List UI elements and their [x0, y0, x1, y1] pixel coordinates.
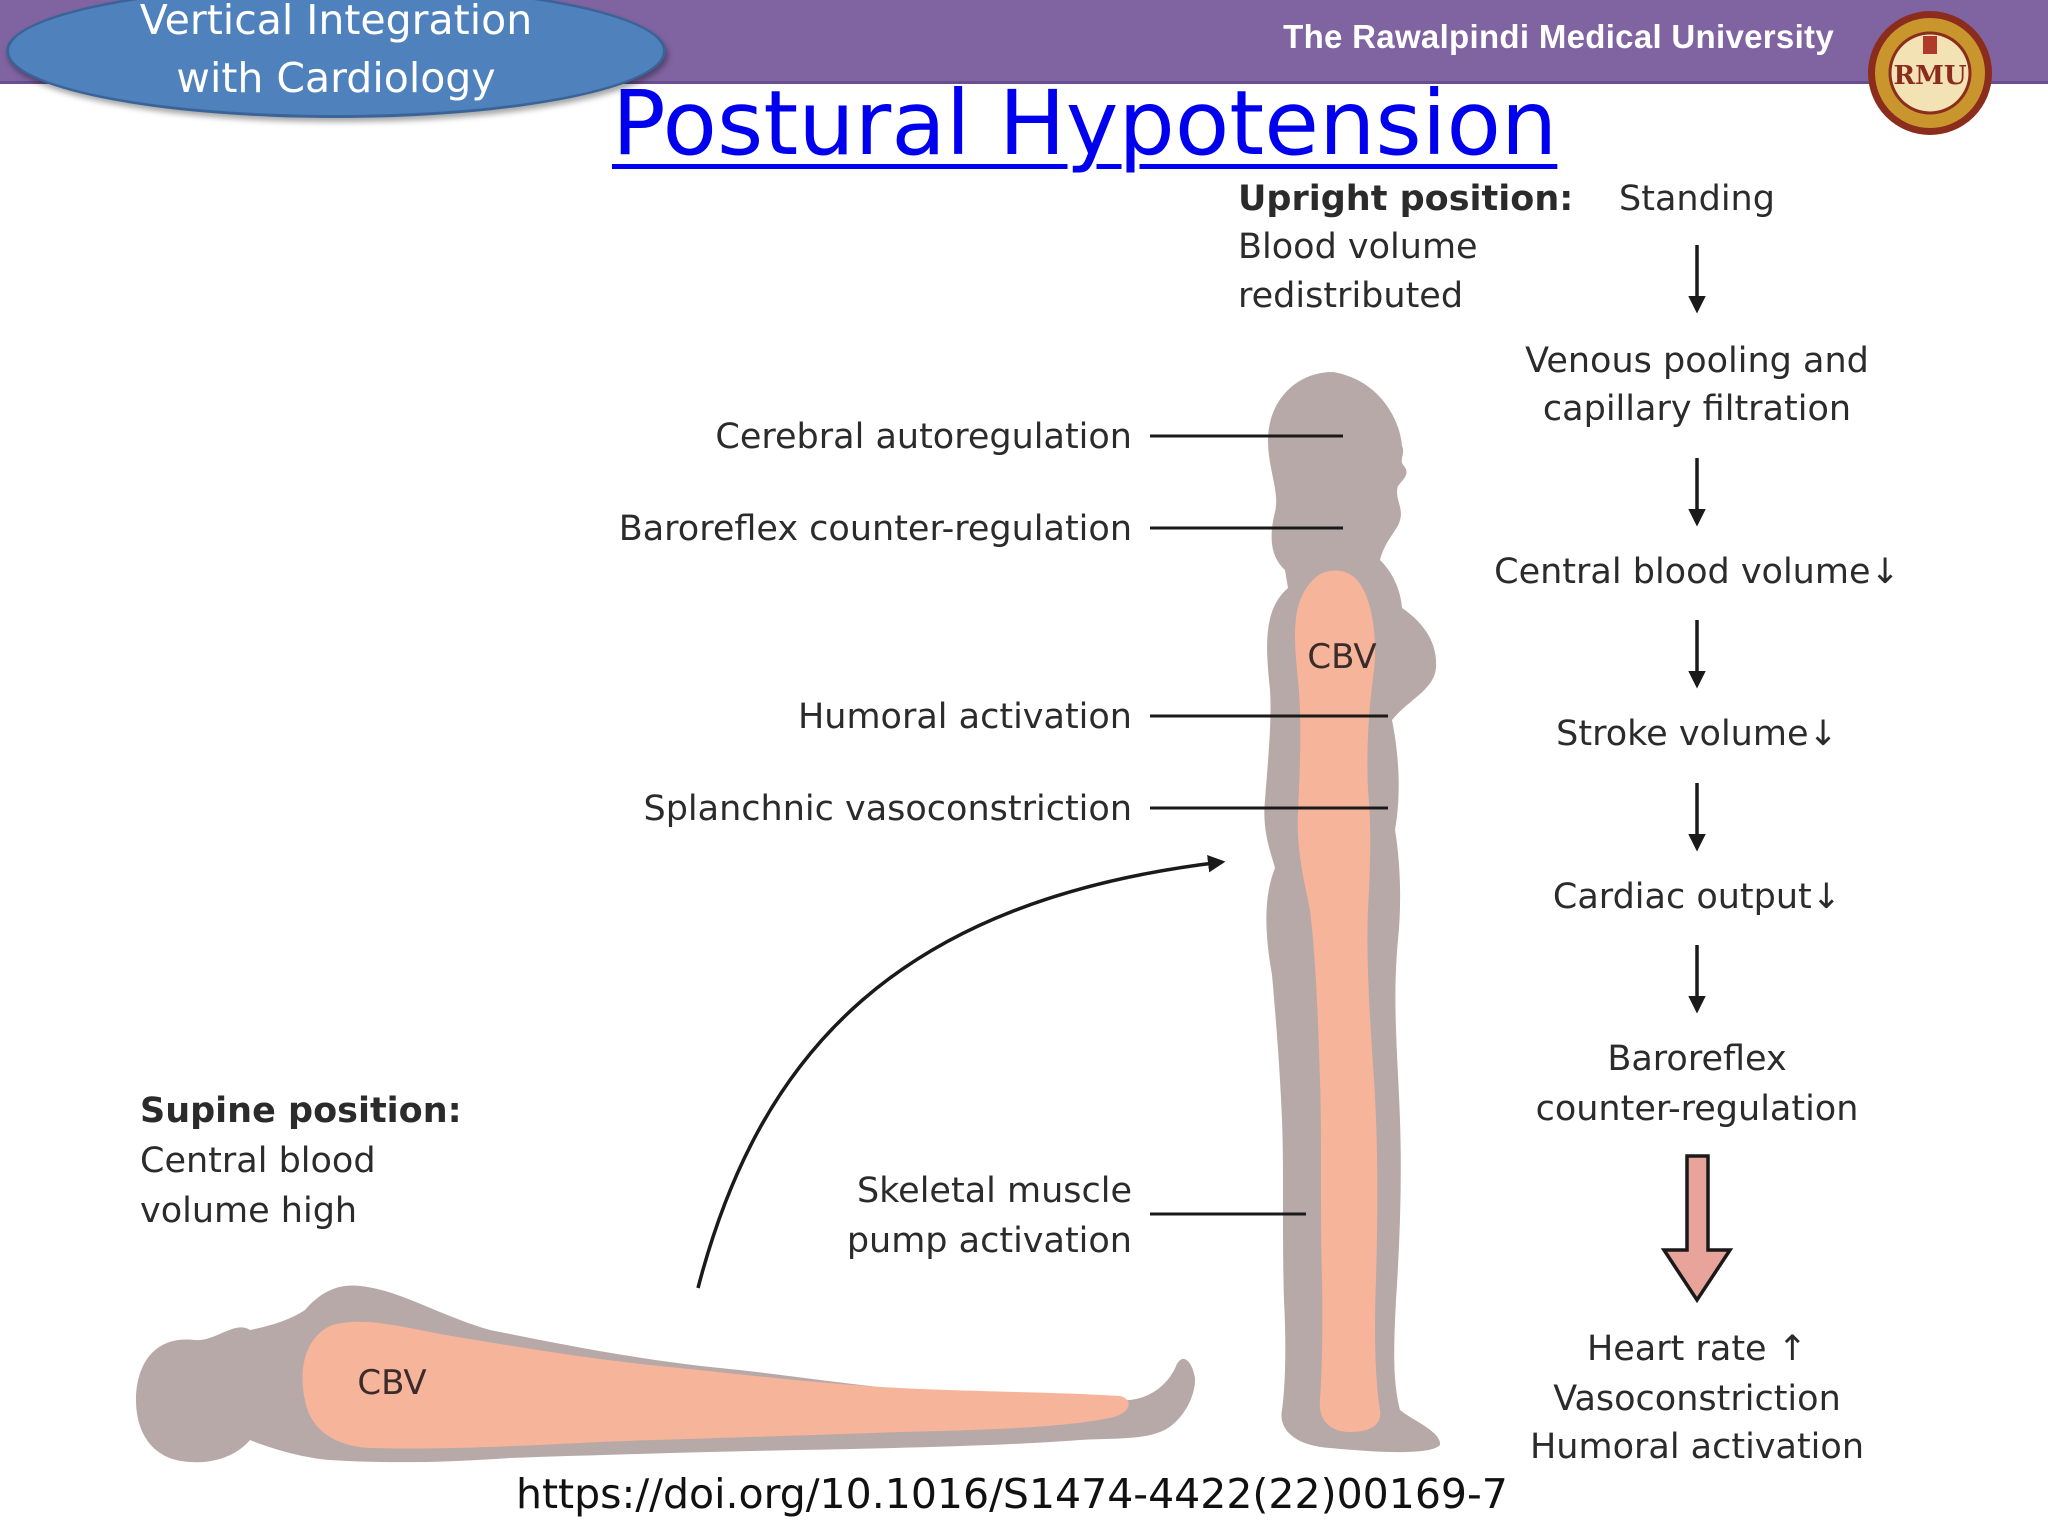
doi-reference[interactable]: https://doi.org/10.1016/S1474-4422(22)00… — [516, 1470, 1508, 1518]
supine-heading: Supine position: — [140, 1091, 462, 1131]
flow-baroreflex-line-2: counter-regulation — [1536, 1089, 1859, 1129]
flow-standing: Standing — [1619, 179, 1775, 219]
cbv-supine-label: CBV — [357, 1363, 426, 1403]
badge-line-2: with Cardiology — [176, 54, 496, 102]
label-splanchnic-vasoconstriction: Splanchnic vasoconstriction — [644, 789, 1133, 829]
badge-line-1: Vertical Integration — [139, 0, 533, 44]
upright-heading: Upright position: — [1238, 179, 1573, 219]
flow-venous-line-2: capillary filtration — [1543, 389, 1851, 429]
flow-heart-rate: Heart rate ↑ — [1587, 1329, 1807, 1369]
logo-letters: RMU — [1893, 61, 1966, 91]
flow-baroreflex-line-1: Baroreflex — [1607, 1039, 1786, 1079]
flow-stroke-volume: Stroke volume↓ — [1556, 714, 1838, 754]
supine-line-1: Central blood — [140, 1141, 376, 1181]
flow-big-arrow — [1660, 1154, 1734, 1304]
standing-blood-volume — [1295, 570, 1381, 1432]
cbv-upright-label: CBV — [1307, 637, 1376, 677]
supine-to-upright-arrow — [696, 854, 1226, 1289]
supine-blood-volume — [302, 1321, 1129, 1449]
supine-line-2: volume high — [140, 1191, 357, 1231]
physiology-flow-chain: Standing Venous pooling and capillary fi… — [1494, 179, 1900, 1467]
label-pump-activation: pump activation — [847, 1221, 1132, 1261]
standing-figure: CBV — [1264, 372, 1441, 1453]
label-cerebral-autoregulation: Cerebral autoregulation — [715, 417, 1132, 457]
upright-line-1: Blood volume — [1238, 227, 1478, 267]
university-logo: RMU — [1868, 11, 1992, 135]
university-name: The Rawalpindi Medical University — [1283, 18, 1834, 55]
flow-humoral-activation: Humoral activation — [1530, 1427, 1864, 1467]
vertical-integration-badge: Vertical Integration with Cardiology — [6, 0, 666, 118]
flow-cardiac-output: Cardiac output↓ — [1553, 877, 1841, 917]
upright-line-2: redistributed — [1238, 276, 1463, 316]
page-title[interactable]: Postural Hypotension — [612, 71, 1558, 175]
supine-figure: CBV — [136, 1285, 1196, 1463]
flow-venous-line-1: Venous pooling and — [1525, 341, 1869, 381]
flow-vasoconstriction: Vasoconstriction — [1553, 1379, 1841, 1419]
label-skeletal-muscle: Skeletal muscle — [857, 1171, 1132, 1211]
label-humoral-activation: Humoral activation — [798, 697, 1132, 737]
flow-central-blood-volume: Central blood volume↓ — [1494, 552, 1900, 592]
label-baroreflex-counter-regulation: Baroreflex counter-regulation — [619, 509, 1132, 549]
